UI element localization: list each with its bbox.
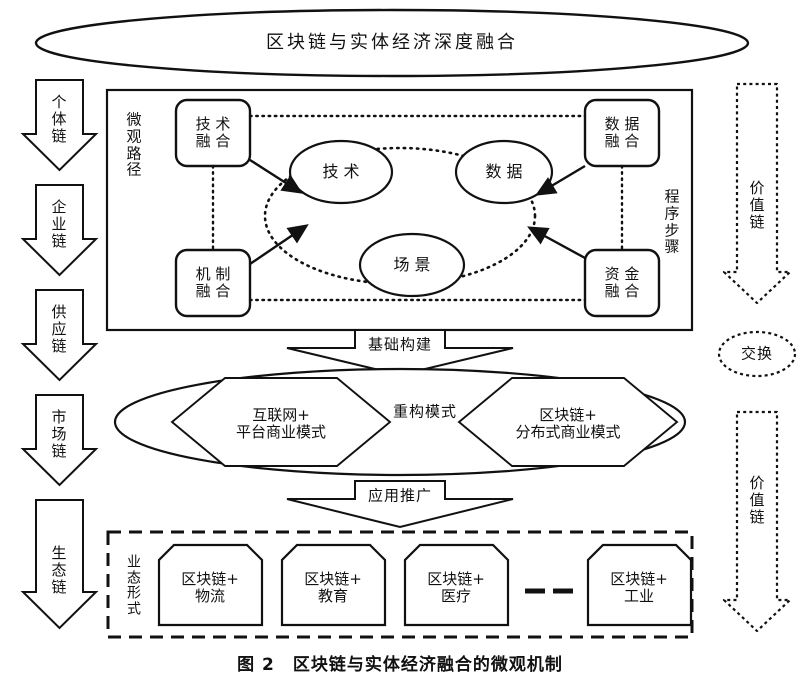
arrow-tech-to-technology — [249, 158, 303, 194]
hexagon-internet-platform — [170, 377, 392, 467]
format-box-logistics — [157, 543, 264, 627]
right-chain-arrows — [717, 82, 797, 633]
top-banner-ellipse — [34, 8, 750, 78]
format-box-industry — [586, 543, 693, 627]
figure-caption: 图 2 区块链与实体经济融合的微观机制 — [237, 655, 563, 675]
data-ellipse — [454, 139, 554, 205]
arrow-data-to-data — [535, 164, 586, 196]
mechanism-fusion-box — [174, 248, 252, 318]
connector-apply-arrow — [286, 480, 514, 529]
format-box-education — [280, 543, 387, 627]
data-fusion-box — [583, 98, 661, 168]
connector-basic-arrow — [286, 329, 514, 377]
arrow-mechanism-to-technology — [249, 224, 309, 265]
technology-ellipse — [288, 139, 394, 205]
capital-fusion-box — [583, 248, 661, 318]
tech-fusion-box — [174, 98, 252, 168]
format-box-medical — [403, 543, 510, 627]
scenario-ellipse — [358, 232, 466, 298]
left-chain-arrows — [20, 79, 99, 630]
arrow-capital-to-scenario — [527, 226, 586, 260]
hexagon-blockchain-distributed — [457, 377, 679, 467]
